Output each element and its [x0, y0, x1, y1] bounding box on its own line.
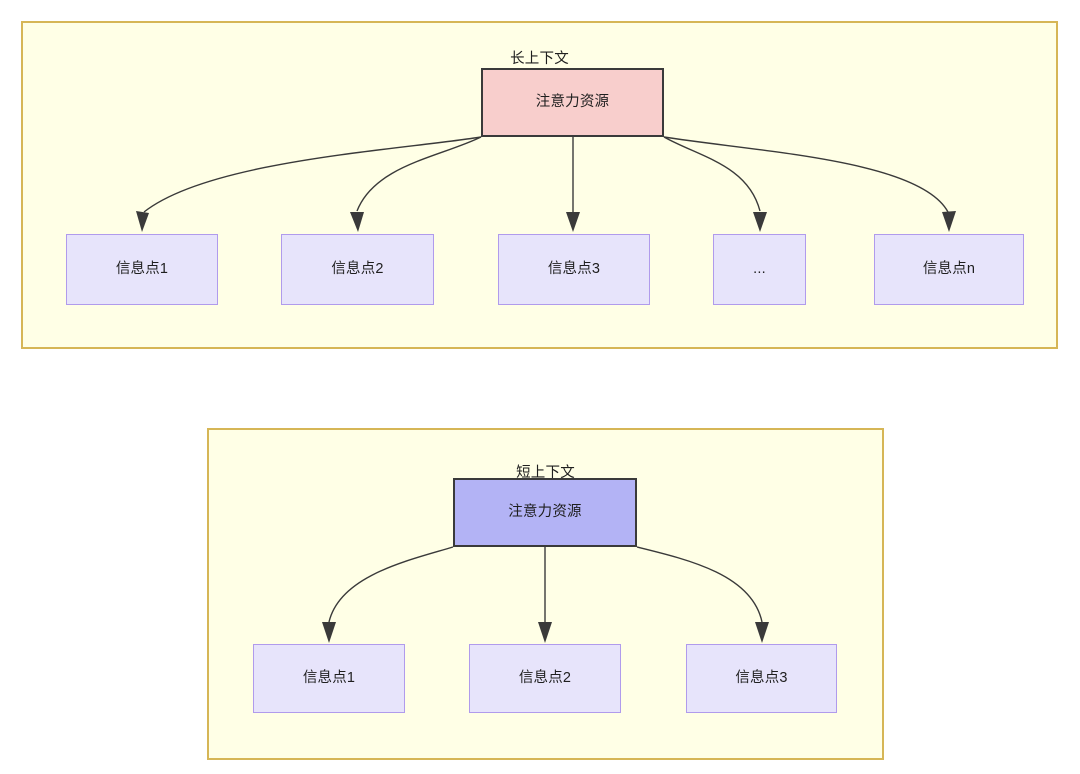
node-info-point-long-n[interactable]: 信息点n	[874, 234, 1024, 305]
node-info-point-short-3[interactable]: 信息点3	[686, 644, 837, 713]
node-label: 注意力资源	[535, 94, 610, 111]
node-attention-resource-long[interactable]: 注意力资源	[481, 68, 664, 137]
node-info-point-short-1[interactable]: 信息点1	[253, 644, 405, 713]
node-info-point-long-2[interactable]: 信息点2	[281, 234, 434, 305]
context-title-long: 长上下文	[510, 51, 569, 67]
node-label: 信息点2	[331, 261, 384, 278]
node-info-point-long-3[interactable]: 信息点3	[498, 234, 650, 305]
node-info-point-short-2[interactable]: 信息点2	[469, 644, 621, 713]
node-info-point-long-1[interactable]: 信息点1	[66, 234, 218, 305]
node-label: 信息点1	[302, 670, 356, 687]
node-label: 信息点n	[922, 261, 976, 278]
context-title-short: 短上下文	[516, 465, 575, 481]
node-label: 注意力资源	[508, 504, 582, 521]
node-label: 信息点1	[115, 261, 169, 278]
node-info-point-long-ellipsis[interactable]: ...	[713, 234, 806, 305]
node-label: 信息点2	[518, 670, 572, 687]
node-label: 信息点3	[547, 261, 601, 278]
node-label: ...	[753, 261, 766, 278]
node-attention-resource-short[interactable]: 注意力资源	[453, 478, 637, 547]
node-label: 信息点3	[735, 670, 788, 687]
